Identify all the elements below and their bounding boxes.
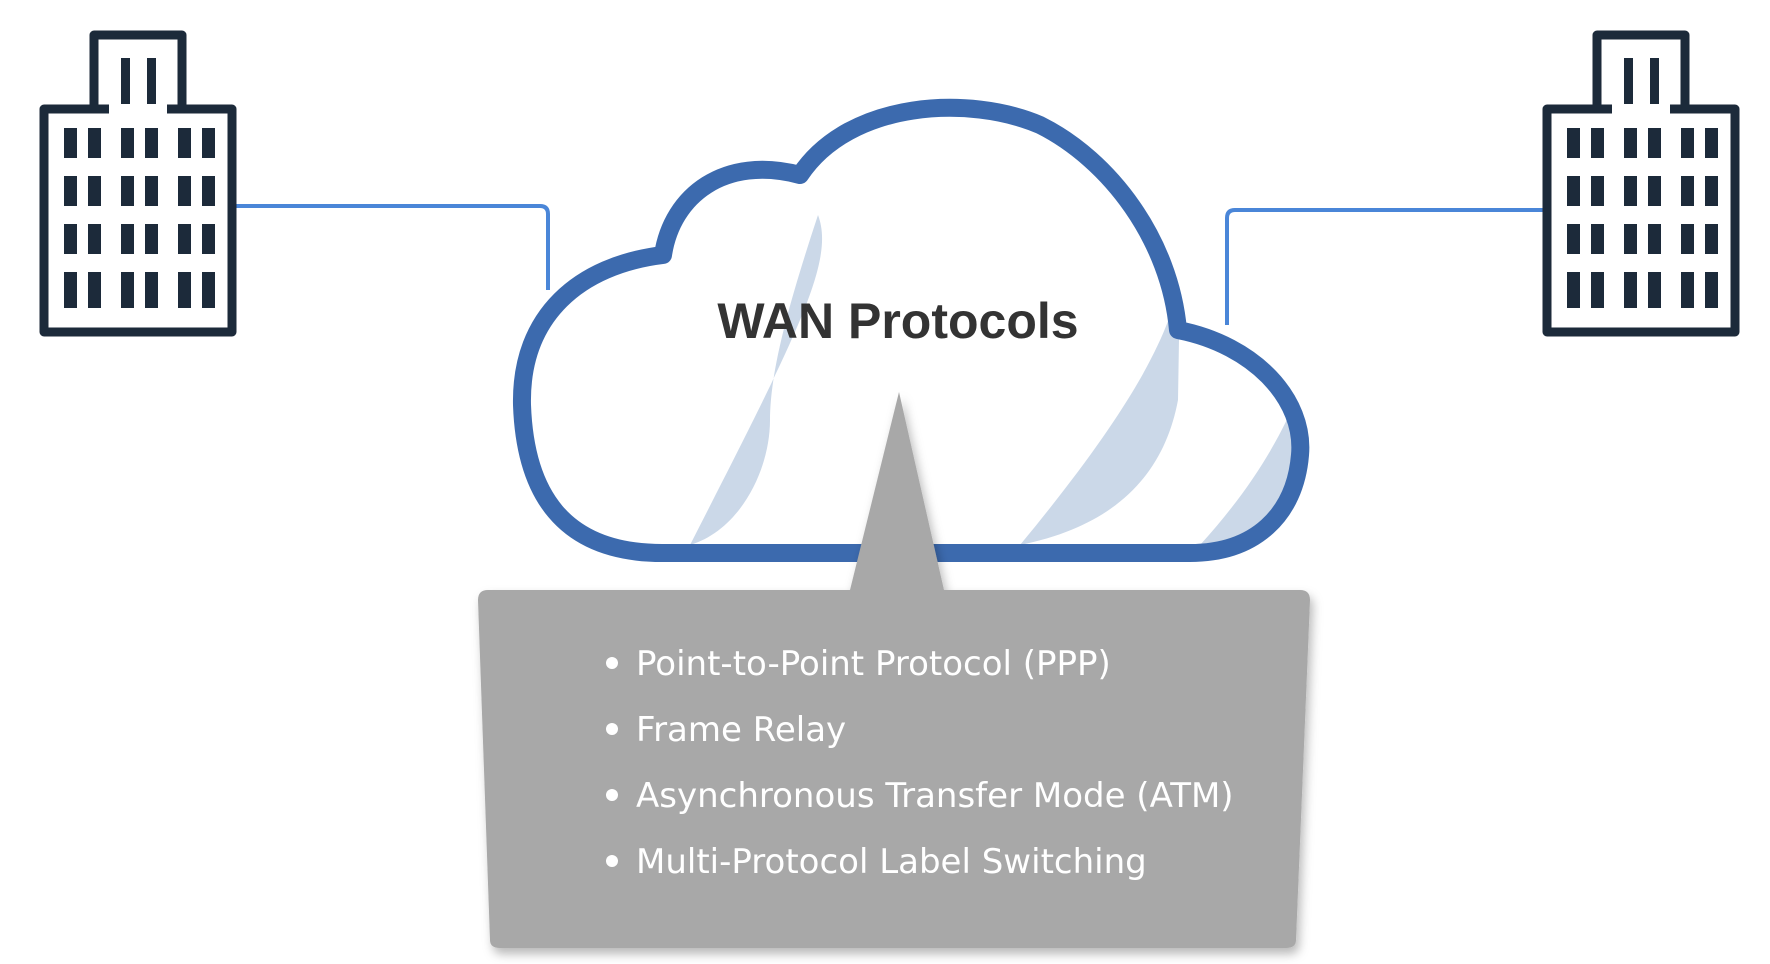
cloud-icon [512, 98, 1310, 563]
list-item: Frame Relay [606, 710, 846, 750]
protocol-item-atm: Asynchronous Transfer Mode (ATM) [636, 776, 1234, 816]
right-building-icon [1542, 30, 1740, 337]
list-item: Point-to-Point Protocol (PPP) [606, 644, 1111, 684]
bullet-icon [606, 657, 618, 669]
left-building-icon [39, 30, 237, 337]
protocol-item-frame-relay: Frame Relay [636, 710, 846, 750]
right-link [1225, 208, 1543, 325]
protocol-callout [478, 392, 1310, 948]
protocol-item-ppp: Point-to-Point Protocol (PPP) [636, 644, 1111, 684]
bullet-icon [606, 789, 618, 801]
protocol-list: Point-to-Point Protocol (PPP) Frame Rela… [606, 644, 1234, 882]
bullet-icon [606, 723, 618, 735]
bullet-icon [606, 855, 618, 867]
cloud-title: WAN Protocols [717, 293, 1078, 349]
left-link [236, 204, 550, 290]
list-item: Multi-Protocol Label Switching [606, 842, 1147, 882]
protocol-item-mpls: Multi-Protocol Label Switching [636, 842, 1147, 882]
list-item: Asynchronous Transfer Mode (ATM) [606, 776, 1234, 816]
